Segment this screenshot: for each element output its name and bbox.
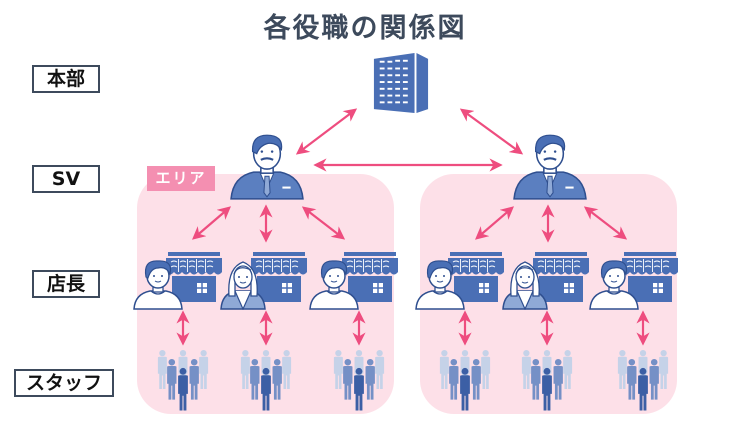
staff-group-icon [334,350,384,411]
arrow-sv-manager [301,206,346,240]
arrow-hq-sv2 [459,108,524,155]
office-building-icon [373,53,429,113]
role-label-store-manager: 店長 [32,270,100,298]
staff-group-icon [440,350,490,411]
supervisor-icon [513,134,587,200]
arrow-sv-manager [474,206,515,240]
store-unit [220,252,307,310]
role-label-staff: スタッフ [14,369,114,397]
store-unit [589,252,678,310]
arrow-hq-sv1 [295,108,358,155]
supervisor-icon [230,134,304,200]
staff-group-icon [522,350,572,411]
store-unit [309,252,398,310]
store-unit [415,252,504,310]
role-label-hq: 本部 [32,65,100,93]
arrow-sv-manager [583,206,628,240]
store-unit [502,252,589,310]
staff-group-icon [618,350,668,411]
arrow-sv-manager [191,206,232,240]
staff-group-icon [158,350,208,411]
store-unit [133,252,222,310]
staff-group-icon [241,350,291,411]
diagram-title: 各役職の関係図 [263,13,467,44]
role-label-sv: SV [32,165,100,193]
area-badge: エリア [147,166,215,191]
